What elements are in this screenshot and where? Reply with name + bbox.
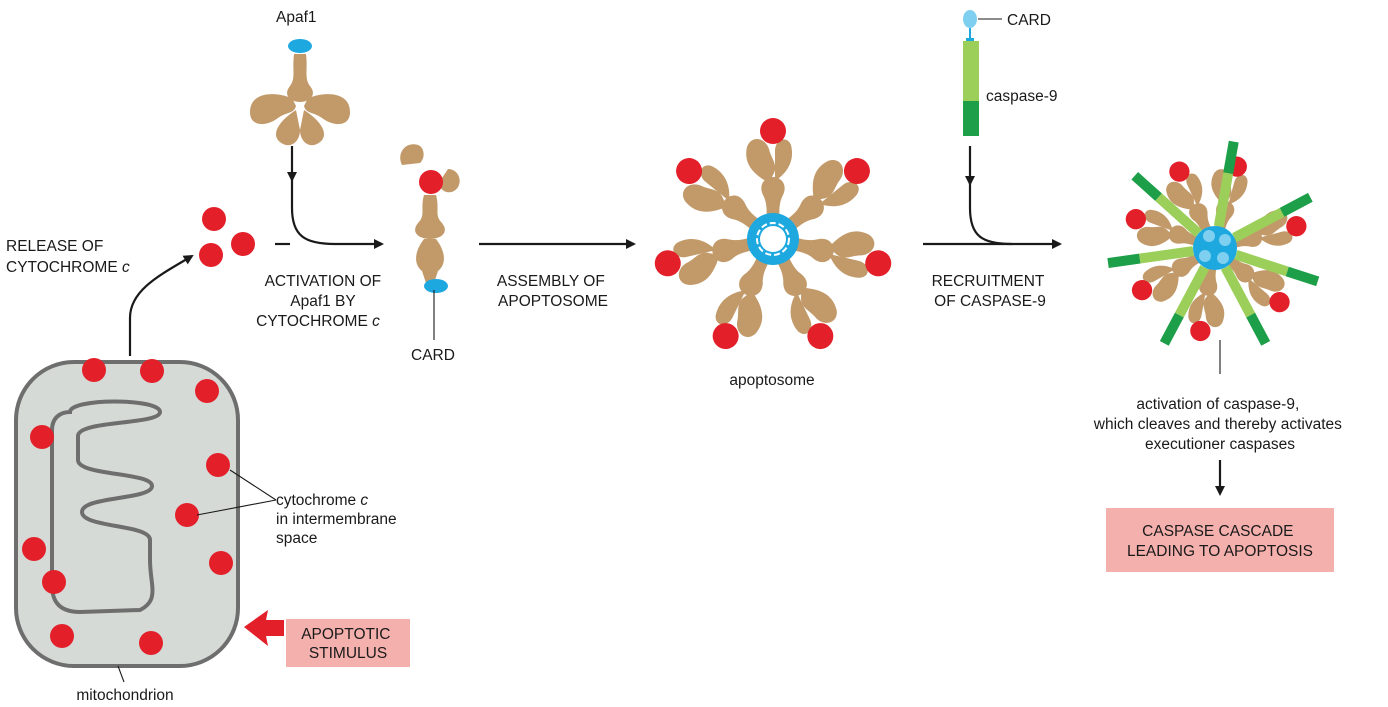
label-activation: ACTIVATION OF Apaf1 BY CYTOCHROME c bbox=[256, 273, 385, 330]
mitochondrion-callout bbox=[117, 665, 125, 683]
apoptotic-stimulus-box: APOPTOTIC STIMULUS bbox=[286, 619, 410, 667]
label-cytochrome-c: cytochrome c in intermembrane space bbox=[276, 492, 401, 547]
label-activation-note: activation of caspase-9, which cleaves a… bbox=[1093, 396, 1346, 453]
label-card-left: CARD bbox=[411, 347, 455, 364]
caspase9-down-arrow bbox=[968, 146, 1013, 246]
label-caspase9: caspase-9 bbox=[986, 88, 1058, 105]
label-apaf1: Apaf1 bbox=[276, 9, 317, 26]
label-release: RELEASE OF CYTOCHROME c bbox=[6, 238, 130, 276]
caspase-cascade-box: CASPASE CASCADE LEADING TO APOPTOSIS bbox=[1106, 508, 1334, 572]
apaf1-arrow bbox=[290, 146, 384, 249]
label-assembly: ASSEMBLY OF APOPTOSOME bbox=[497, 273, 609, 310]
caspase-9 bbox=[963, 10, 979, 136]
active-apoptosome bbox=[1107, 140, 1320, 346]
apoptosome bbox=[654, 118, 892, 350]
label-mitochondrion: mitochondrion bbox=[76, 687, 173, 704]
label-recruitment: RECRUITMENT OF CASPASE-9 bbox=[932, 273, 1049, 310]
release-arrow bbox=[128, 254, 194, 356]
label-card-top: CARD bbox=[1007, 12, 1051, 29]
svg-text:APOPTOTIC STIMULUS: APOPTOTIC STIMULUS bbox=[301, 626, 395, 662]
stimulus-arrow-icon bbox=[244, 610, 284, 646]
released-cytochrome-c bbox=[199, 207, 255, 267]
label-apoptosome: apoptosome bbox=[729, 372, 814, 389]
apaf1-inactive bbox=[250, 39, 350, 146]
mitochondrion bbox=[14, 358, 240, 668]
svg-text:CASPASE CASCADE LEADING: CASPASE CASCADE LEADING TO APOPTOSIS bbox=[1127, 523, 1313, 560]
inner-membrane-cristae bbox=[50, 399, 163, 615]
cytochrome-callout-lines bbox=[196, 469, 277, 516]
apaf1-active bbox=[400, 144, 460, 293]
cytochrome-c-dots bbox=[22, 358, 233, 655]
